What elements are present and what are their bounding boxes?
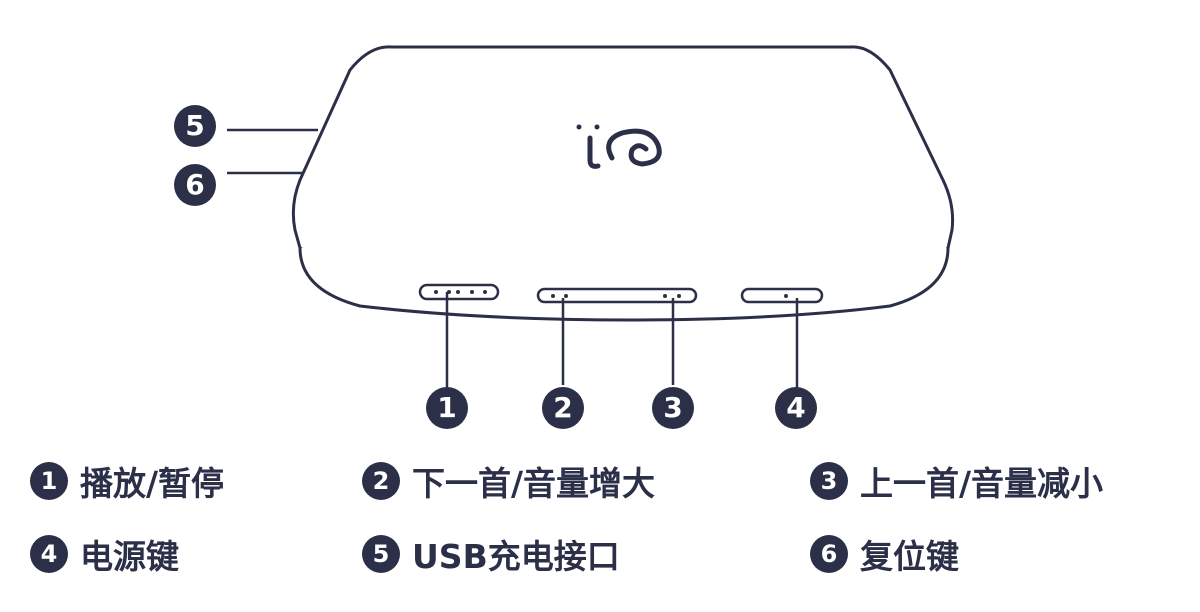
device-base bbox=[298, 247, 950, 322]
legend-item-3: 3 上一首/音量减小 bbox=[810, 457, 1103, 505]
button-dots bbox=[434, 290, 788, 298]
legend-item-6: 6 复位键 bbox=[810, 530, 959, 578]
legend-item-1: 1 播放/暂停 bbox=[30, 457, 224, 505]
legend-badge: 5 bbox=[362, 535, 400, 573]
legend-item-4: 4 电源键 bbox=[30, 530, 179, 578]
marker-1: 1 bbox=[426, 387, 468, 429]
marker-2: 2 bbox=[542, 387, 584, 429]
legend-label: 下一首/音量增大 bbox=[412, 464, 656, 503]
button-volume-bar bbox=[536, 287, 698, 304]
marker-5: 5 bbox=[174, 105, 216, 147]
legend-label: 上一首/音量减小 bbox=[860, 464, 1104, 503]
legend-label: 复位键 bbox=[860, 537, 959, 576]
legend-badge: 6 bbox=[810, 535, 848, 573]
legend-item-5: 5 USB充电接口 bbox=[362, 530, 620, 578]
legend-label: USB充电接口 bbox=[412, 537, 620, 576]
legend-label: 电源键 bbox=[80, 537, 179, 576]
legend-badge: 2 bbox=[362, 462, 400, 500]
legend-label: 播放/暂停 bbox=[80, 464, 225, 503]
legend-badge: 1 bbox=[30, 462, 68, 500]
brand-logo bbox=[576, 124, 662, 169]
leader-lines bbox=[227, 128, 799, 390]
legend-badge: 4 bbox=[30, 535, 68, 573]
legend-item-2: 2 下一首/音量增大 bbox=[362, 457, 655, 505]
device-body bbox=[291, 45, 955, 272]
marker-6: 6 bbox=[174, 164, 216, 206]
marker-4: 4 bbox=[775, 387, 817, 429]
button-power bbox=[740, 287, 824, 304]
legend-badge: 3 bbox=[810, 462, 848, 500]
marker-3: 3 bbox=[652, 387, 694, 429]
